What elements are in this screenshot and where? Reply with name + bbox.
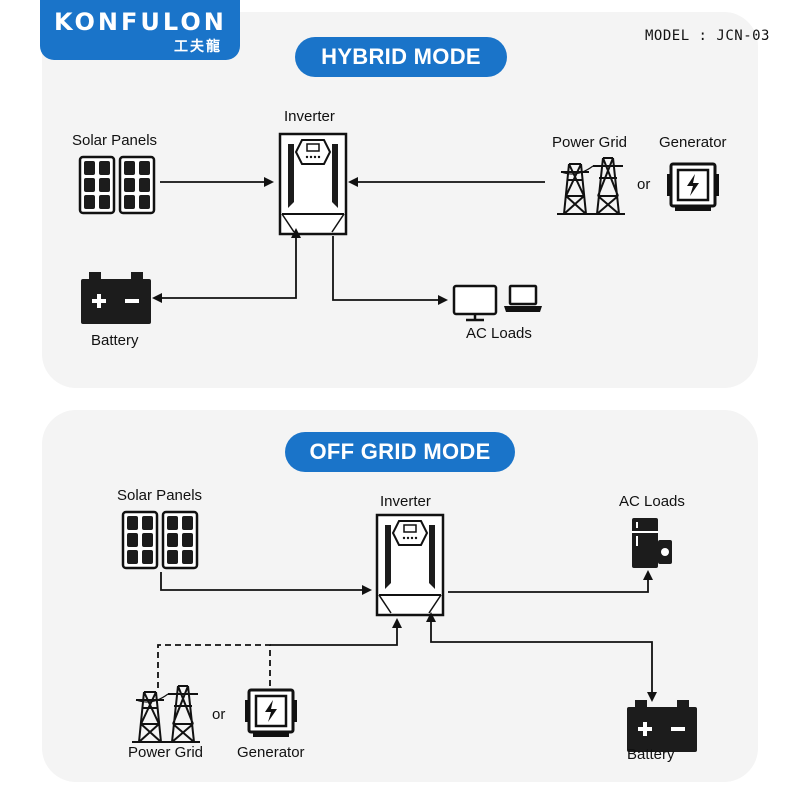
hybrid-mode-title: HYBRID MODE [295, 37, 507, 77]
brand-name-cn: 工夫龍 [174, 38, 222, 54]
hybrid-grid-label: Power Grid [552, 134, 628, 151]
inverter-icon [278, 132, 348, 236]
hybrid-inverter-label: Inverter [284, 108, 335, 125]
power-grid-icon [131, 685, 201, 743]
offgrid-inverter-label: Inverter [380, 493, 431, 510]
offgrid-battery-label: Battery [627, 746, 675, 763]
brand-name: KONFULON [54, 8, 227, 36]
hybrid-ac-loads-label: AC Loads [466, 325, 532, 342]
registered-mark: ® [255, 4, 263, 15]
monitor-icon [452, 284, 498, 322]
power-grid-icon [556, 157, 626, 215]
offgrid-or-label: or [212, 706, 226, 723]
laptop-icon [504, 284, 542, 312]
off-grid-mode-title: OFF GRID MODE [285, 432, 515, 472]
battery-icon [81, 272, 151, 324]
battery-icon [627, 700, 697, 752]
refrigerator-icon [632, 518, 672, 568]
hybrid-or-label: or [637, 176, 651, 193]
hybrid-connectors [152, 177, 545, 305]
hybrid-battery-label: Battery [91, 332, 139, 349]
off-grid-connectors [157, 570, 657, 702]
model-number: MODEL : JCN-03 [644, 28, 770, 44]
brand-logo: KONFULON ® 工夫龍 [40, 0, 262, 60]
generator-icon [243, 688, 299, 739]
hybrid-generator-label: Generator [659, 134, 727, 151]
solar-panel-icon [121, 510, 199, 570]
offgrid-generator-label: Generator [237, 744, 305, 761]
inverter-icon [375, 513, 445, 617]
offgrid-ac-loads-label: AC Loads [619, 493, 685, 510]
hybrid-solar-label: Solar Panels [72, 132, 158, 149]
offgrid-solar-label: Solar Panels [117, 487, 203, 504]
generator-icon [665, 162, 721, 213]
solar-panel-icon [78, 155, 156, 215]
offgrid-grid-label: Power Grid [128, 744, 204, 761]
